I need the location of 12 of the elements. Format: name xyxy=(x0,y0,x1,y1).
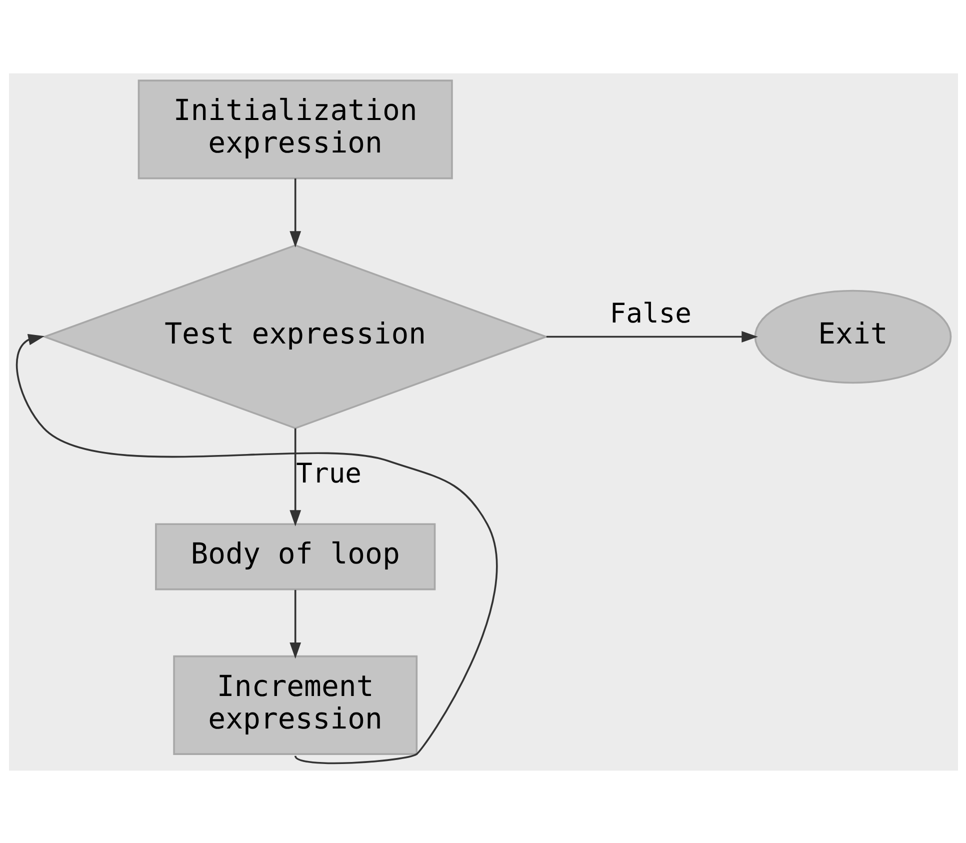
node-diamond: Test expression xyxy=(41,244,548,429)
arrow xyxy=(546,330,758,342)
edge-label: True xyxy=(296,458,362,489)
node-box: Increment expression xyxy=(172,654,418,754)
arrow xyxy=(289,428,301,526)
edge-label: False xyxy=(609,298,692,329)
arrow xyxy=(16,333,498,764)
node-ellipse: Exit xyxy=(754,289,952,384)
arrow xyxy=(289,178,301,247)
node-box: Body of loop xyxy=(154,522,436,590)
node-box: Initialization expression xyxy=(137,79,452,179)
arrow xyxy=(289,589,301,658)
